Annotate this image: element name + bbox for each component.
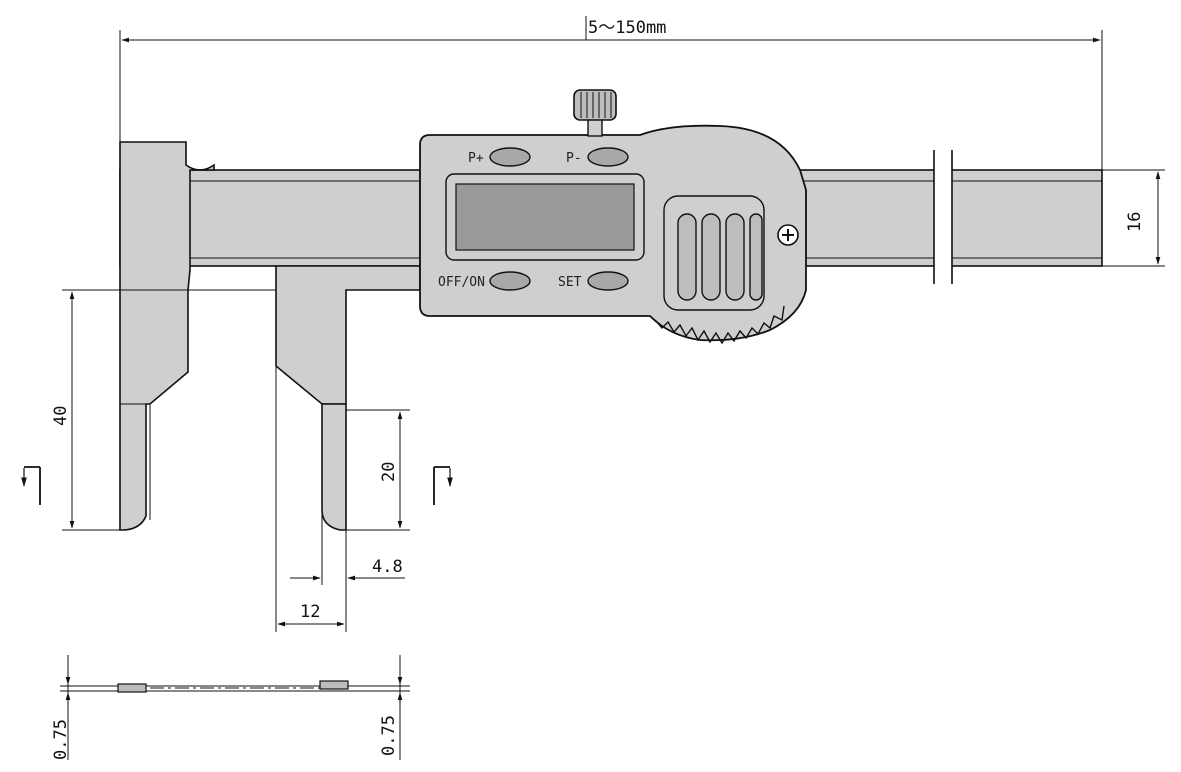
fixed-jaw [119, 141, 215, 531]
off-on-label: OFF/ON [438, 275, 485, 290]
p-plus-label: P+ [468, 151, 484, 166]
grip-slot-3 [725, 213, 745, 301]
grip-slot-4 [749, 213, 763, 301]
p-minus-label: P- [566, 151, 582, 166]
blade-left-section [117, 683, 147, 693]
dimension-lines [21, 16, 1165, 632]
p-plus-button[interactable] [489, 147, 531, 167]
blade-section [60, 655, 410, 760]
grip-slot-1 [677, 213, 697, 301]
blade-right-section [319, 680, 349, 690]
tip-length-label: 20 [379, 462, 399, 482]
beam-break [934, 150, 952, 284]
button-p-plus[interactable]: P+ [468, 147, 531, 167]
p-minus-button[interactable] [587, 147, 629, 167]
sliding-jaw [275, 265, 421, 531]
button-set[interactable]: SET [558, 271, 629, 291]
display-head [419, 89, 807, 345]
set-label: SET [558, 275, 582, 290]
knob-knurl [580, 92, 612, 118]
blade-left-label: 0.75 [51, 719, 71, 760]
tip-width-label: 4.8 [372, 557, 403, 577]
blade-right-label: 0.75 [379, 715, 399, 756]
off-on-button[interactable] [489, 271, 531, 291]
set-button[interactable] [587, 271, 629, 291]
screw-icon [777, 224, 799, 246]
lcd-screen [455, 183, 635, 251]
jaw-depth-label: 40 [51, 406, 71, 426]
knurled-wheel [654, 305, 785, 345]
knob-cap [573, 89, 617, 121]
beam-height-label: 16 [1125, 212, 1145, 232]
grip-slot-2 [701, 213, 721, 301]
beam [119, 150, 1103, 284]
button-p-minus[interactable]: P- [566, 147, 629, 167]
jaw-offset-label: 12 [300, 602, 320, 622]
button-off-on[interactable]: OFF/ON [438, 271, 531, 291]
range-label: 5～150mm [588, 18, 666, 38]
